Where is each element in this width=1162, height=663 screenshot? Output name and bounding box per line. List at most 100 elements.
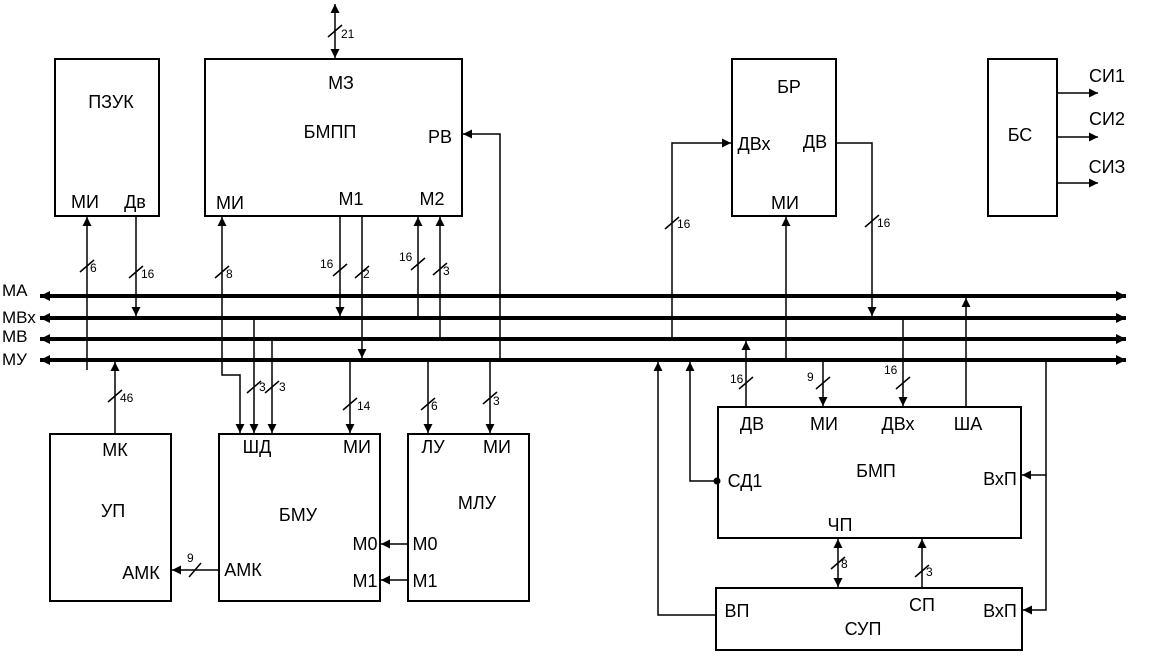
block-bs: БС СИ1 СИ2 СИЗ bbox=[987, 58, 1126, 217]
bus-mvx-label: МВх bbox=[2, 308, 36, 327]
block-up: МК УП АМК bbox=[49, 433, 172, 602]
width-label: 3 bbox=[279, 380, 286, 394]
width-slash bbox=[188, 562, 202, 578]
block-pzuk: ПЗУК МИ Дв bbox=[54, 58, 160, 217]
width-slash bbox=[895, 376, 911, 390]
up-title: УП bbox=[101, 501, 125, 521]
bmp-port-chp: ЧП bbox=[828, 515, 853, 535]
width-label: 3 bbox=[443, 264, 450, 278]
bmpp-port-m2: М2 bbox=[419, 189, 444, 209]
width-slash bbox=[342, 397, 358, 411]
link-bmpp-rv bbox=[463, 129, 501, 360]
width-label: 16 bbox=[877, 216, 891, 230]
mlu-port-mi: МИ bbox=[483, 437, 511, 457]
link-sup-vxp bbox=[1023, 475, 1047, 615]
width-label: 16 bbox=[884, 363, 898, 377]
width-slash bbox=[410, 257, 426, 271]
pzuk-port-dv: Дв bbox=[124, 192, 146, 212]
br-port-dvx: ДВх bbox=[738, 134, 771, 154]
buses: МА МВх МВ МУ bbox=[2, 281, 1126, 369]
bus-mv-label: МВ bbox=[2, 327, 28, 346]
width-label: 6 bbox=[431, 399, 438, 413]
width-label: 16 bbox=[141, 267, 155, 281]
width-label: 8 bbox=[841, 557, 848, 571]
width-slash bbox=[79, 259, 95, 273]
bmp-port-sd1: СД1 bbox=[728, 471, 763, 491]
bmpp-title: БМПП bbox=[304, 122, 357, 142]
bmp-title: БМП bbox=[856, 461, 896, 481]
bs-output-1: СИ1 bbox=[1089, 66, 1125, 86]
port-dot bbox=[713, 477, 721, 485]
bmu-title: БМУ bbox=[279, 505, 318, 525]
width-label: 2 bbox=[363, 267, 370, 281]
width-label: 3 bbox=[493, 394, 500, 408]
width-slash bbox=[864, 214, 880, 228]
width-label: 8 bbox=[226, 267, 233, 281]
pzuk-port-mi: МИ bbox=[71, 192, 99, 212]
width-slash bbox=[214, 265, 230, 279]
width-label: 9 bbox=[187, 551, 194, 565]
block-bmu: ШД МИ БМУ М0 М1 АМК bbox=[218, 433, 381, 602]
block-br: БР ДВх ДВ МИ bbox=[731, 58, 837, 217]
connections: 21 6 16 8 16 2 16 3 16 bbox=[79, 4, 1098, 616]
block-mlu: ЛУ МИ МЛУ М0 М1 bbox=[407, 433, 530, 602]
width-label: 6 bbox=[90, 261, 97, 275]
width-label: 3 bbox=[259, 380, 266, 394]
sup-port-sp: СП bbox=[909, 595, 935, 615]
link-bmp-sd1 bbox=[685, 362, 716, 482]
width-label: 16 bbox=[320, 257, 334, 271]
width-label: 14 bbox=[357, 399, 371, 413]
bmp-port-sha: ША bbox=[954, 414, 983, 434]
bmpp-port-m1: М1 bbox=[338, 189, 363, 209]
up-port-mk: МК bbox=[102, 440, 128, 460]
mlu-port-m1: М1 bbox=[412, 571, 437, 591]
block-bmpp: МЗ БМПП РВ МИ М1 М2 bbox=[204, 58, 463, 217]
bs-output-3: СИЗ bbox=[1089, 157, 1126, 177]
width-label: 16 bbox=[399, 250, 413, 264]
width-slash bbox=[664, 216, 680, 230]
width-slash bbox=[327, 24, 343, 38]
bmu-port-amk: АМК bbox=[224, 560, 262, 580]
link-bmp-vxp bbox=[1022, 360, 1047, 480]
width-slash bbox=[107, 389, 123, 403]
width-slash bbox=[830, 556, 846, 570]
bmu-port-m1: М1 bbox=[352, 571, 377, 591]
sup-title: СУП bbox=[845, 619, 882, 639]
width-slash bbox=[815, 376, 831, 390]
mlu-port-m0: М0 bbox=[412, 534, 437, 554]
width-slash bbox=[914, 564, 930, 578]
bmp-port-mi: МИ bbox=[810, 414, 838, 434]
mlu-title: МЛУ bbox=[458, 493, 497, 513]
width-label: 16 bbox=[730, 372, 744, 386]
width-label: 16 bbox=[677, 217, 691, 231]
br-title: БР bbox=[777, 77, 801, 97]
bus-mu-label: МУ bbox=[2, 350, 27, 369]
width-slash bbox=[128, 265, 144, 279]
link-sup-vp bbox=[653, 362, 716, 616]
link-br-dvx bbox=[671, 138, 731, 339]
width-slash bbox=[246, 380, 262, 394]
width-label: 3 bbox=[926, 565, 933, 579]
width-slash bbox=[482, 391, 498, 405]
bmp-port-dvx: ДВх bbox=[882, 414, 915, 434]
block-bmp: ДВ МИ ДВх ША БМП СД1 ВхП ЧП bbox=[717, 406, 1022, 539]
width-slash bbox=[738, 376, 754, 390]
sup-port-vxp: ВхП bbox=[983, 601, 1017, 621]
width-slash bbox=[420, 397, 436, 411]
bs-output-2: СИ2 bbox=[1089, 109, 1125, 129]
width-label: 46 bbox=[120, 391, 134, 405]
sup-port-vp: ВП bbox=[725, 601, 750, 621]
bs-title: БС bbox=[1008, 125, 1033, 145]
bmu-port-m0: М0 bbox=[352, 534, 377, 554]
width-slash bbox=[332, 263, 348, 277]
bmpp-port-mz: МЗ bbox=[328, 73, 354, 93]
mlu-port-lu: ЛУ bbox=[421, 437, 445, 457]
bmpp-port-rv: РВ bbox=[428, 127, 452, 147]
pzuk-title: ПЗУК bbox=[88, 92, 134, 112]
br-port-dv: ДВ bbox=[803, 132, 827, 152]
block-sup: ВП СП ВхП СУП bbox=[715, 587, 1023, 651]
bus-ma-label: МА bbox=[2, 281, 28, 300]
width-label: 21 bbox=[341, 27, 355, 41]
link-br-dv bbox=[837, 142, 877, 316]
